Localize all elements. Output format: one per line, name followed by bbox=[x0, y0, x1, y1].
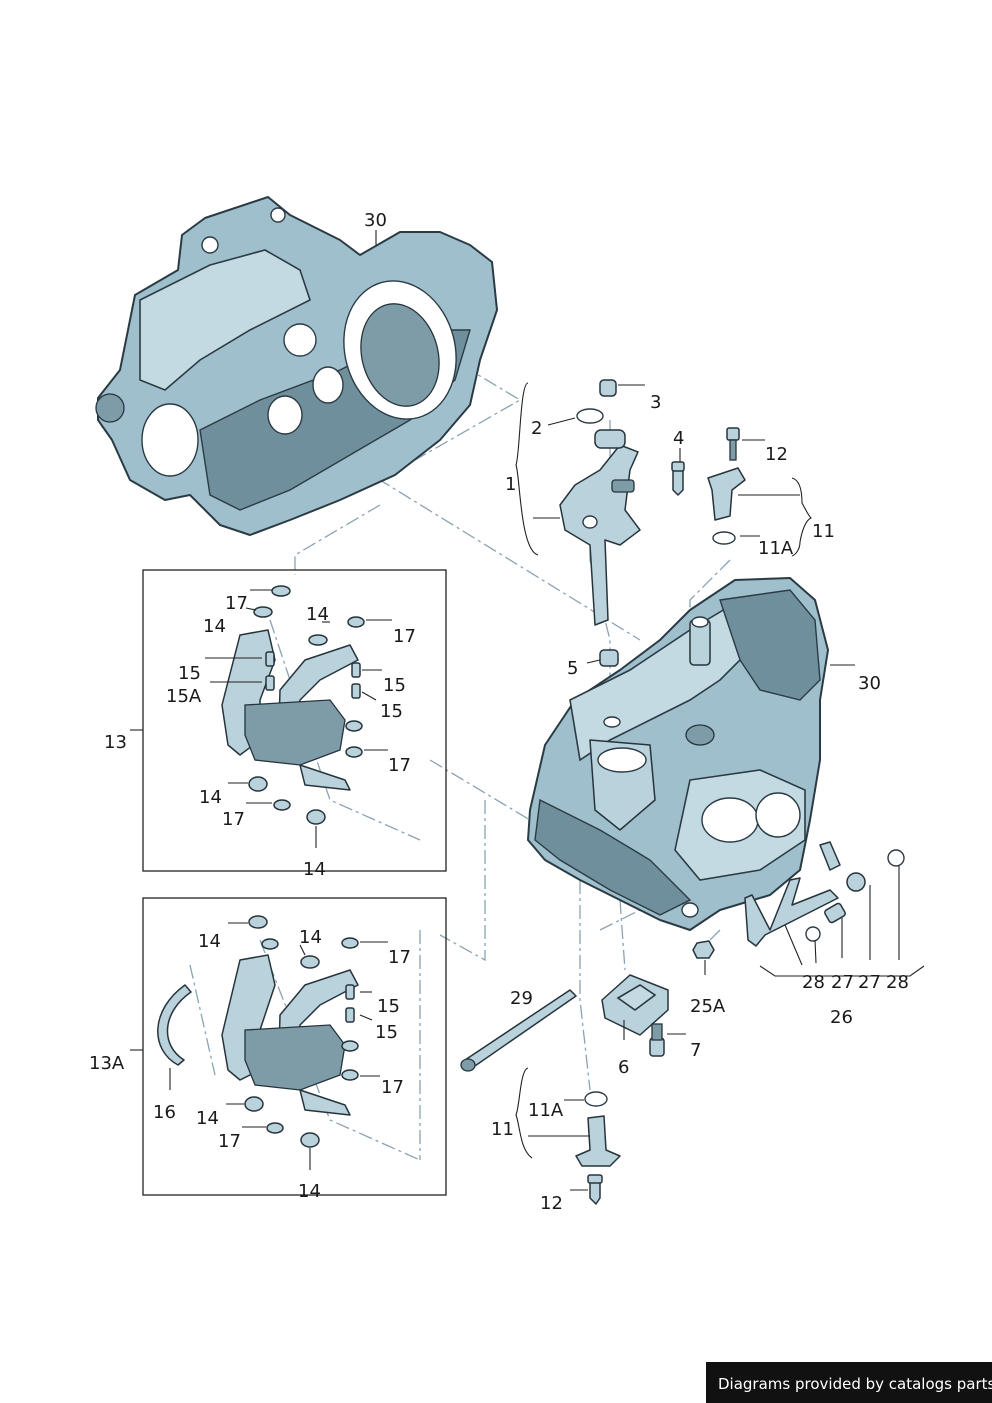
label-16: 16 bbox=[153, 1102, 176, 1123]
label-14-a: 14 bbox=[203, 616, 226, 637]
label-25A: 25A bbox=[690, 996, 726, 1017]
label-14-e: 14 bbox=[198, 931, 221, 952]
label-15-e: 15 bbox=[375, 1022, 398, 1043]
label-11-top: 11 bbox=[812, 521, 835, 542]
label-14-f: 14 bbox=[299, 927, 322, 948]
seal-2 bbox=[576, 408, 604, 424]
guide-sleeve-top bbox=[707, 427, 746, 545]
label-27-b: 27 bbox=[858, 972, 881, 993]
label-15-a: 15 bbox=[178, 663, 201, 684]
nut-25A bbox=[692, 940, 715, 959]
bushing-5 bbox=[599, 649, 619, 667]
label-1: 1 bbox=[505, 474, 516, 495]
bushing-3 bbox=[599, 379, 617, 397]
label-30-right: 30 bbox=[858, 673, 881, 694]
label-14-b: 14 bbox=[306, 604, 329, 625]
label-15-d: 15 bbox=[377, 996, 400, 1017]
label-29: 29 bbox=[510, 988, 533, 1009]
leader-lines bbox=[130, 230, 925, 1191]
label-28-a: 28 bbox=[802, 972, 825, 993]
label-14-c: 14 bbox=[199, 787, 222, 808]
label-11A-top: 11A bbox=[758, 538, 794, 559]
label-12-bottom: 12 bbox=[540, 1193, 563, 1214]
credit-background bbox=[706, 1362, 992, 1403]
label-11A-bottom: 11A bbox=[528, 1100, 564, 1121]
label-2: 2 bbox=[531, 418, 542, 439]
credit-text: Diagrams provided by catalogs parts bbox=[718, 1375, 992, 1393]
clip-16 bbox=[157, 984, 192, 1066]
label-14-g: 14 bbox=[196, 1108, 219, 1129]
label-27-a: 27 bbox=[831, 972, 854, 993]
label-26: 26 bbox=[830, 1007, 853, 1028]
transmission-housing-right bbox=[527, 577, 829, 931]
rod-29 bbox=[460, 989, 577, 1072]
label-15-c: 15 bbox=[380, 701, 403, 722]
lever-assembly-26 bbox=[744, 841, 905, 947]
label-4: 4 bbox=[673, 428, 684, 449]
label-6: 6 bbox=[618, 1057, 629, 1078]
label-13A: 13A bbox=[89, 1053, 125, 1074]
bolt-7 bbox=[649, 1023, 665, 1057]
label-14-h: 14 bbox=[298, 1181, 321, 1202]
transmission-housing-top bbox=[95, 196, 498, 536]
guide-sleeve-bottom bbox=[575, 1091, 621, 1205]
label-17-d: 17 bbox=[222, 809, 245, 830]
label-17-f: 17 bbox=[381, 1077, 404, 1098]
label-17-a: 17 bbox=[225, 593, 248, 614]
label-7: 7 bbox=[690, 1040, 701, 1061]
label-11-bottom: 11 bbox=[491, 1119, 514, 1140]
box-13A bbox=[142, 897, 447, 1196]
label-13: 13 bbox=[104, 732, 127, 753]
selector-shaft-assembly bbox=[559, 379, 685, 667]
label-15A: 15A bbox=[166, 686, 202, 707]
cover-plate-6 bbox=[601, 974, 669, 1036]
label-17-b: 17 bbox=[393, 626, 416, 647]
label-12-top: 12 bbox=[765, 444, 788, 465]
label-17-e: 17 bbox=[388, 947, 411, 968]
label-15-b: 15 bbox=[383, 675, 406, 696]
box-13 bbox=[142, 569, 447, 872]
label-5: 5 bbox=[567, 658, 578, 679]
label-3: 3 bbox=[650, 392, 661, 413]
credit-badge: Diagrams provided by catalogs parts bbox=[706, 1362, 992, 1403]
label-17-c: 17 bbox=[388, 755, 411, 776]
label-30-top: 30 bbox=[364, 210, 387, 231]
label-14-d: 14 bbox=[303, 859, 326, 880]
label-28-b: 28 bbox=[886, 972, 909, 993]
part-labels: 30 30 1 2 3 4 5 6 7 12 11 11A 13 13A 17 … bbox=[89, 210, 909, 1214]
label-17-g: 17 bbox=[218, 1131, 241, 1152]
